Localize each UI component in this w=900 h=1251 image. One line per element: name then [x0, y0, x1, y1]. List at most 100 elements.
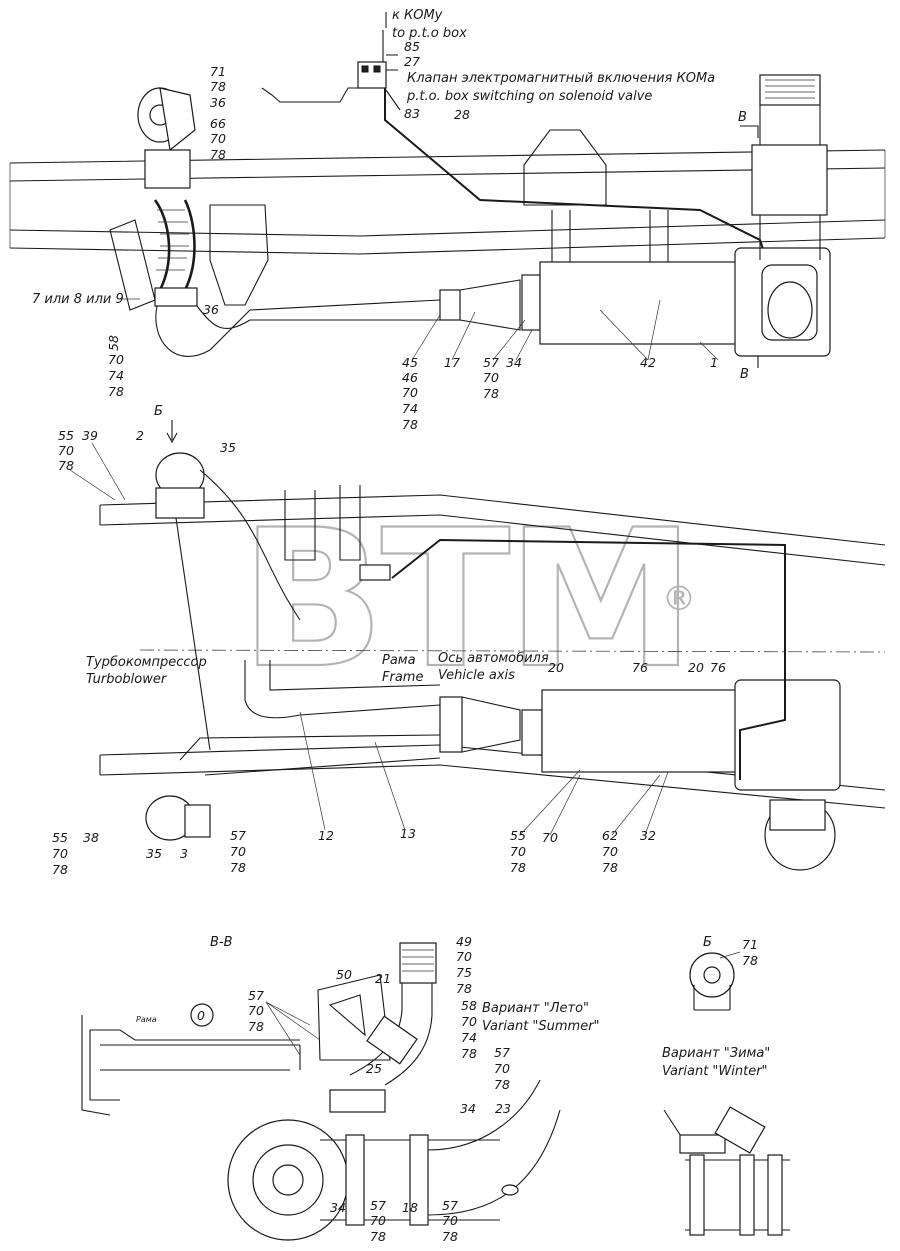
- part-78: 78: [58, 458, 74, 473]
- part-3: 3: [180, 846, 188, 861]
- part-35: 35: [146, 846, 162, 861]
- part-2: 2: [136, 428, 144, 443]
- part-18: 18: [402, 1200, 418, 1215]
- part-32: 32: [640, 828, 656, 843]
- section-b-arrow-label: Б: [154, 404, 163, 419]
- part-83: 83: [404, 106, 420, 121]
- part-46: 46: [402, 370, 418, 385]
- part-25: 25: [366, 1061, 382, 1076]
- part-62: 62: [602, 828, 618, 843]
- part-21: 21: [375, 971, 391, 986]
- part-78: 78: [370, 1229, 386, 1244]
- part-71: 71: [210, 64, 226, 79]
- pipe-12: [244, 660, 441, 719]
- part-70: 70: [602, 844, 618, 859]
- view-b-detail: Б 71 78: [689, 935, 758, 1011]
- part-78: 78: [230, 860, 246, 875]
- part-78: 78: [742, 953, 758, 968]
- frame-label-en: Frame: [382, 670, 423, 685]
- view-b-title: Б: [703, 935, 712, 950]
- vehicle-axis-line: [139, 649, 886, 653]
- part-75: 75: [456, 965, 472, 980]
- part-36: 36: [210, 95, 226, 110]
- section-bb-labels: 49 70 75 78 50 21 57 70 78 58 70 74 78 В…: [248, 934, 600, 1244]
- part-50: 50: [336, 967, 352, 982]
- section-bb: В-В 0 Рама: [81, 935, 561, 1241]
- part-1: 1: [710, 355, 718, 370]
- turbo-outlet-assembly: [109, 87, 441, 357]
- part-23: 23: [495, 1101, 511, 1116]
- part-74: 74: [402, 401, 418, 416]
- part-78: 78: [461, 1046, 477, 1061]
- part-13: 13: [400, 826, 416, 841]
- part-34: 34: [506, 355, 522, 370]
- part-34: 34: [330, 1200, 346, 1215]
- part-57: 57: [442, 1198, 458, 1213]
- part-71: 71: [742, 937, 758, 952]
- summer-label-ru: Вариант "Лето": [482, 1001, 589, 1016]
- hanger-bracket: [523, 129, 607, 206]
- part-78: 78: [602, 860, 618, 875]
- part-57: 57: [494, 1045, 510, 1060]
- part-70: 70: [402, 385, 418, 400]
- part-74: 74: [461, 1030, 477, 1045]
- part-28: 28: [454, 107, 470, 122]
- part-57: 57: [230, 828, 246, 843]
- part-85: 85: [404, 39, 420, 54]
- frame-outline-upper: [99, 494, 886, 566]
- winter-label-en: Variant "Winter": [662, 1064, 768, 1079]
- part-7-8-9: 7 или 8 или 9: [32, 292, 124, 307]
- air-line-plan: [391, 538, 786, 780]
- part-20: 20: [548, 660, 564, 675]
- part-57: 57: [248, 988, 264, 1003]
- part-49: 49: [456, 934, 472, 949]
- part-55: 55: [58, 428, 74, 443]
- part-78: 78: [483, 386, 499, 401]
- valve-label-ru: Клапан электромагнитный включения КОМа: [407, 71, 715, 86]
- summer-label-en: Variant "Summer": [482, 1019, 600, 1034]
- cut-label-bottom: В: [740, 367, 749, 382]
- cut-label-top: В: [738, 110, 747, 125]
- kom-label-en: to p.t.o box: [392, 26, 467, 41]
- part-70: 70: [52, 846, 68, 861]
- part-57: 57: [483, 355, 499, 370]
- axis-label-ru: Ось автомобиля: [438, 651, 549, 666]
- part-78: 78: [402, 417, 418, 432]
- part-78: 78: [456, 981, 472, 996]
- part-36: 36: [203, 302, 219, 317]
- frame-rail-bottom: [9, 219, 886, 255]
- part-78: 78: [52, 862, 68, 877]
- watermark-registered-mark: ®: [662, 579, 696, 619]
- part-42: 42: [640, 355, 656, 370]
- part-20: 20: [688, 660, 704, 675]
- part-55: 55: [510, 828, 526, 843]
- muffler-assembly: [439, 74, 831, 357]
- solenoid-valve: [261, 30, 401, 111]
- part-78: 78: [494, 1077, 510, 1092]
- part-12: 12: [318, 828, 334, 843]
- top-labels: к КОМу to p.t.o box Клапан электромагнит…: [32, 8, 719, 432]
- part-78: 78: [248, 1019, 264, 1034]
- pipe-13: [179, 734, 441, 776]
- part-70: 70: [456, 949, 472, 964]
- plan-view: [99, 452, 886, 871]
- part-70: 70: [370, 1213, 386, 1228]
- part-70: 70: [483, 370, 499, 385]
- part-76: 76: [632, 660, 648, 675]
- part-57: 57: [370, 1198, 386, 1213]
- part-78: 78: [442, 1229, 458, 1244]
- section-vv-title: В-В: [210, 935, 233, 950]
- part-70: 70: [542, 830, 558, 845]
- part-78: 78: [510, 860, 526, 875]
- part-55: 55: [52, 830, 68, 845]
- part-78: 78: [108, 384, 124, 399]
- part-70: 70: [210, 131, 226, 146]
- part-78: 78: [210, 147, 226, 162]
- turbo-label-ru: Турбокомпрессор: [86, 655, 207, 670]
- air-line-28: [384, 88, 771, 271]
- part-58: 58: [106, 335, 121, 351]
- part-35: 35: [220, 440, 236, 455]
- winter-variant: Вариант "Зима" Variant "Winter": [662, 1046, 790, 1236]
- part-70: 70: [248, 1003, 264, 1018]
